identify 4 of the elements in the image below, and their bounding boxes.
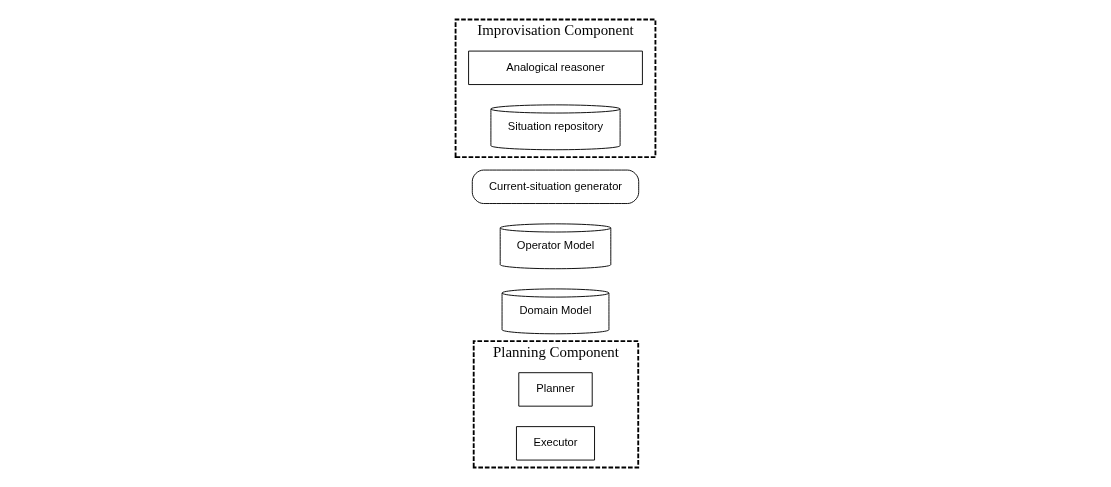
node-box: Planner — [518, 372, 593, 407]
node-box: Executor — [516, 426, 595, 461]
node-box: Analogical reasoner — [468, 50, 643, 85]
node-box: Current-situation generator — [471, 169, 640, 204]
